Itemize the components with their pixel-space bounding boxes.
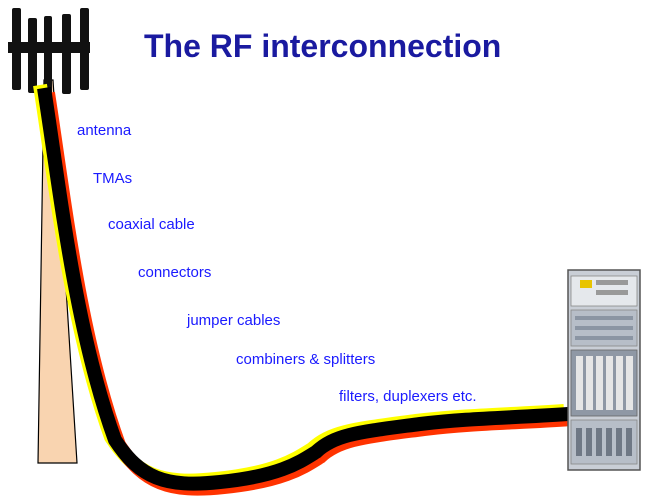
label-jumper-cables: jumper cables: [187, 312, 281, 329]
label-tmas: TMAs: [93, 170, 133, 187]
label-antenna: antenna: [77, 122, 132, 139]
label-connectors: connectors: [138, 264, 212, 281]
slide-title: The RF interconnection: [144, 28, 502, 64]
equipment-rack-icon: [567, 269, 641, 471]
label-combiners-splitters: combiners & splitters: [236, 351, 376, 368]
label-filters-duplexers: filters, duplexers etc.: [339, 388, 477, 405]
label-coaxial-cable: coaxial cable: [108, 216, 195, 233]
antenna-icon: [8, 8, 90, 94]
rf-cable: [33, 83, 573, 496]
